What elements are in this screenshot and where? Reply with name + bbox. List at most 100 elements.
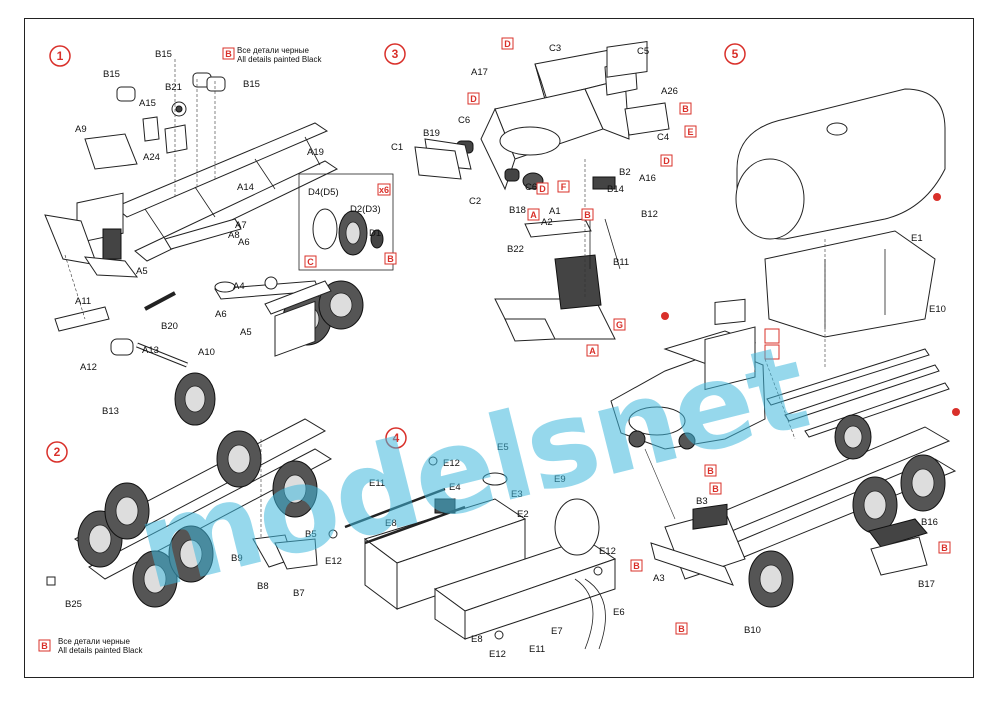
label-c3: C3	[549, 43, 561, 54]
paint-box-b: B	[384, 252, 397, 265]
step4-tanks-drawing	[328, 456, 617, 650]
label-a26: A26	[661, 86, 678, 97]
label-e10: E10	[929, 304, 946, 315]
svg-text:Все детали черные: Все детали черные	[237, 46, 309, 55]
assembly-diagram: 1 2 3 4 5	[38, 37, 960, 660]
svg-text:B: B	[41, 641, 48, 651]
label-b7: B7	[293, 588, 305, 599]
label-b20: B20	[161, 321, 178, 332]
label-e12: E12	[489, 649, 506, 660]
label-a7: A7	[235, 220, 247, 231]
svg-text:B: B	[682, 104, 689, 114]
wheel-step2-7	[174, 372, 216, 426]
svg-text:B: B	[387, 254, 394, 264]
label-e8: E8	[385, 518, 397, 529]
paint-box-b: B	[679, 102, 692, 115]
label-b21: B21	[165, 82, 182, 93]
paint-box-b: B	[704, 464, 717, 477]
label-a19: A19	[307, 147, 324, 158]
label-a8: A8	[228, 230, 240, 241]
label-e12: E12	[599, 546, 616, 557]
label-b2: B2	[619, 167, 631, 178]
svg-text:3: 3	[392, 47, 399, 61]
instruction-sheet: 1 2 3 4 5	[24, 18, 974, 678]
label-b19: B19	[423, 128, 440, 139]
paint-box-a: A	[527, 208, 540, 221]
step2-note: B Все детали черные All details painted …	[38, 637, 143, 655]
label-e11: E11	[529, 644, 545, 655]
svg-text:D: D	[539, 184, 546, 194]
paint-box-b: B	[709, 482, 722, 495]
step1-note: B Все детали черные All details painted …	[222, 46, 322, 64]
label-a12: A12	[80, 362, 97, 373]
wheel-exploded-step1	[298, 173, 394, 271]
step2-chassis-drawing	[46, 300, 332, 608]
label-a9: A9	[75, 124, 87, 135]
label-c5: C5	[637, 46, 649, 57]
label-e12: E12	[443, 458, 460, 469]
step-4-marker: 4	[385, 427, 407, 449]
wheel-step5-4	[834, 414, 872, 460]
label-e9: E9	[554, 474, 566, 485]
wheel-step5-3	[900, 454, 946, 512]
svg-text:5: 5	[732, 47, 739, 61]
label-e7: E7	[551, 626, 563, 637]
wheel-step2-2	[104, 482, 150, 540]
label-e1: E1	[911, 233, 923, 244]
svg-text:4: 4	[393, 431, 400, 445]
label-a17: A17	[471, 67, 488, 78]
label-e2: E2	[517, 509, 529, 520]
svg-text:F: F	[561, 182, 567, 192]
paint-box-f: F	[557, 180, 570, 193]
step-1-marker: 1	[49, 45, 71, 67]
paint-box-b: B	[581, 208, 594, 221]
paint-box-b: B	[938, 541, 951, 554]
paint-box-e: E	[684, 125, 697, 138]
label-b13: B13	[102, 406, 119, 417]
label-a6: A6	[215, 309, 227, 320]
paint-box-g: G	[613, 318, 626, 331]
label-c6: C6	[525, 182, 537, 193]
label-c4: C4	[657, 132, 669, 143]
label-a24: A24	[143, 152, 160, 163]
svg-text:B: B	[225, 49, 232, 59]
label-a10: A10	[198, 347, 215, 358]
label-a14: A14	[237, 182, 254, 193]
svg-text:B: B	[712, 484, 719, 494]
label-e3: E3	[511, 489, 523, 500]
wheel-step5-1	[748, 550, 794, 608]
wheel-step2-3	[132, 550, 178, 608]
svg-text:D: D	[470, 94, 477, 104]
svg-text:x6: x6	[379, 185, 389, 195]
label-b18: B18	[509, 205, 526, 216]
label-a15: A15	[139, 98, 156, 109]
svg-text:All details painted Black: All details painted Black	[58, 646, 143, 655]
label-e6: E6	[613, 607, 625, 618]
svg-text:B: B	[633, 561, 640, 571]
label-b9: B9	[231, 553, 243, 564]
svg-text:Все детали черные: Все детали черные	[58, 637, 130, 646]
paint-box-d: D	[660, 154, 673, 167]
label-c6: C6	[458, 115, 470, 126]
label-a11: A11	[75, 296, 91, 307]
step-5-marker: 5	[724, 43, 746, 65]
label-b11: B11	[613, 257, 629, 268]
step-2-marker: 2	[46, 441, 68, 463]
label-b17: B17	[918, 579, 935, 590]
wheel-step2-6	[272, 460, 318, 518]
svg-text:E: E	[687, 127, 693, 137]
label-e5: E5	[497, 442, 509, 453]
label-a13: A13	[142, 345, 159, 356]
svg-text:B: B	[584, 210, 591, 220]
step3-cab-drawing	[414, 41, 670, 342]
svg-text:C: C	[307, 257, 314, 267]
svg-text:1: 1	[57, 49, 64, 63]
label-c2: C2	[469, 196, 481, 207]
svg-text:B: B	[678, 624, 685, 634]
label-e8: E8	[471, 634, 483, 645]
label-e4: E4	[449, 482, 461, 493]
step5-tanker-drawing	[610, 88, 960, 608]
label-a5: A5	[240, 327, 252, 338]
label-b15: B15	[103, 69, 120, 80]
label-a6: A6	[238, 237, 250, 248]
